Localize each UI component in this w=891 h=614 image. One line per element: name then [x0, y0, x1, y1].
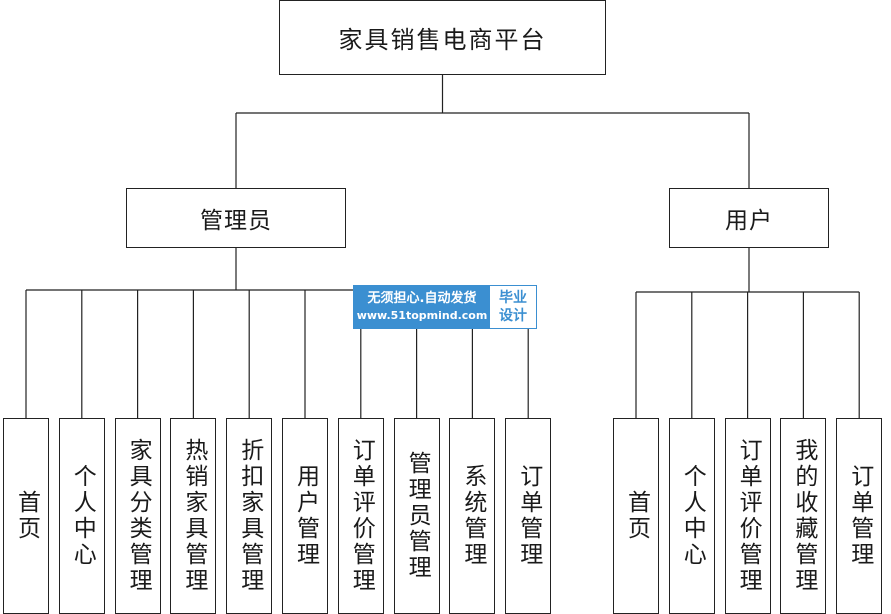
- group-node-admin: 管理员: [126, 188, 346, 248]
- leaf-label: 热销家具管理: [180, 438, 207, 594]
- leaf-label: 个人中心: [679, 464, 706, 568]
- watermark-url: www.51topmind.com: [356, 309, 488, 322]
- watermark-badge: 无须担心.自动发货 www.51topmind.com 毕业 设计: [353, 285, 537, 329]
- leaf-node: 首页: [613, 418, 659, 614]
- leaf-node: 用户管理: [282, 418, 328, 614]
- watermark-badge-line2: 设计: [499, 308, 527, 324]
- root-node: 家具销售电商平台: [279, 0, 606, 75]
- leaf-node: 折扣家具管理: [226, 418, 273, 614]
- leaf-label: 用户管理: [292, 464, 319, 568]
- leaf-label: 订单管理: [846, 464, 873, 568]
- leaf-label: 订单评价管理: [735, 438, 762, 594]
- watermark-text-block: 无须担心.自动发货 www.51topmind.com: [354, 286, 490, 328]
- leaf-node: 个人中心: [668, 418, 715, 614]
- leaf-label: 系统管理: [459, 464, 486, 568]
- leaf-node: 订单管理: [836, 418, 883, 614]
- leaf-label: 家具分类管理: [125, 438, 152, 594]
- group-label-user: 用户: [725, 208, 773, 234]
- leaf-label: 个人中心: [69, 464, 96, 568]
- group-label-admin: 管理员: [200, 208, 272, 234]
- leaf-node: 我的收藏管理: [780, 418, 827, 614]
- leaf-label: 订单评价管理: [348, 438, 375, 594]
- group-node-user: 用户: [669, 188, 829, 248]
- leaf-node: 管理员管理: [393, 418, 440, 614]
- leaf-node: 订单评价管理: [337, 418, 384, 614]
- leaf-node: 家具分类管理: [114, 418, 161, 614]
- leaf-node: 热销家具管理: [170, 418, 217, 614]
- leaf-label: 管理员管理: [404, 451, 431, 581]
- leaf-node: 个人中心: [58, 418, 105, 614]
- leaf-label: 折扣家具管理: [236, 438, 263, 594]
- watermark-badge-text: 毕业 设计: [490, 286, 536, 328]
- leaf-label: 我的收藏管理: [790, 438, 817, 594]
- leaf-node: 订单管理: [505, 418, 552, 614]
- root-label: 家具销售电商平台: [338, 26, 547, 54]
- watermark-line1: 无须担心.自动发货: [367, 291, 477, 306]
- leaf-node: 系统管理: [449, 418, 496, 614]
- leaf-label: 首页: [623, 490, 650, 542]
- leaf-node: 订单评价管理: [724, 418, 771, 614]
- leaf-label: 首页: [13, 490, 40, 542]
- watermark-badge-line1: 毕业: [499, 290, 527, 306]
- leaf-label: 订单管理: [515, 464, 542, 568]
- leaf-node: 首页: [3, 418, 49, 614]
